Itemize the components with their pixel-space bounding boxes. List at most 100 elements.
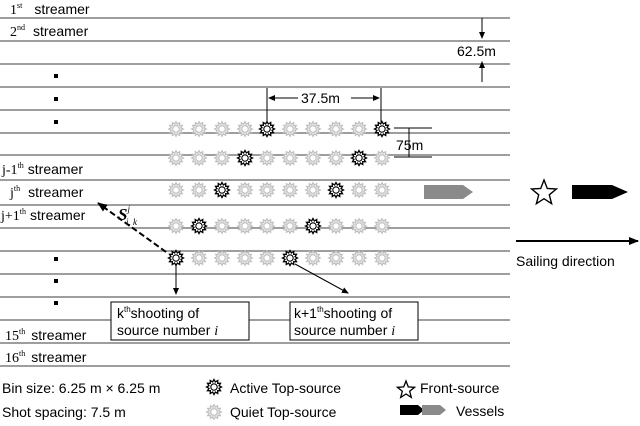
sailing-direction-label: Sailing direction [516, 253, 615, 269]
active-source-icon [213, 181, 231, 199]
legend-active-label: Active Top-source [230, 380, 341, 396]
quiet-source-icon [236, 181, 254, 199]
quiet-source-icon [304, 181, 322, 199]
quiet-source-icon [304, 149, 322, 167]
row-spacing-dimension: 75m [394, 127, 432, 158]
row-spacing-label: 75m [396, 137, 423, 153]
quiet-source-icon [236, 249, 254, 267]
quiet-source-icon [327, 120, 345, 138]
streamer-spacing-label: 62.5m [457, 43, 496, 59]
kth-line1: kthshooting of [117, 305, 199, 321]
quiet-source-icon [373, 217, 391, 235]
quiet-source-icon [167, 181, 185, 199]
quiet-source-icon [258, 249, 276, 267]
quiet-source-icon [167, 149, 185, 167]
active-source-icon [373, 120, 391, 138]
shot-spacing-text: Shot spacing: 7.5 m [2, 404, 126, 420]
active-source-icon [327, 181, 345, 199]
active-source-icon [350, 149, 368, 167]
quiet-source-icon [281, 149, 299, 167]
quiet-source-icon [350, 181, 368, 199]
active-source-icon [281, 249, 299, 267]
legend-quiet-label: Quiet Top-source [230, 404, 337, 420]
dot [54, 279, 58, 283]
quiet-source-icon [373, 181, 391, 199]
k1th-line1: k+1thshooting of [294, 305, 392, 321]
legend-front-source-star [395, 379, 417, 399]
quiet-source-icon [213, 120, 231, 138]
k1th-pointer [294, 263, 349, 294]
black-vessel [572, 185, 628, 199]
quiet-source-icon [373, 249, 391, 267]
legend-front-label: Front-source [420, 380, 500, 396]
quiet-source-icon [213, 149, 231, 167]
quiet-source-icon [236, 217, 254, 235]
streamer-spacing-dimension: 62.5m [457, 18, 496, 82]
streamer-lines [0, 17, 510, 367]
quiet-source-icon [190, 149, 208, 167]
legend-vessels-label: Vessels [456, 403, 504, 419]
quiet-source-icon [304, 249, 322, 267]
source-spacing-label: 37.5m [301, 90, 340, 106]
kth-box [110, 301, 250, 341]
quiet-source-icon [190, 181, 208, 199]
legend-gray-vessel-icon [422, 405, 446, 415]
front-source-star [529, 178, 559, 206]
quiet-source-icon [373, 149, 391, 167]
quiet-source-icon [213, 217, 231, 235]
quiet-source-icon [205, 403, 223, 421]
active-source-icon [236, 149, 254, 167]
quiet-source-icon [258, 217, 276, 235]
active-source-icon [258, 120, 276, 138]
quiet-source-icon [281, 217, 299, 235]
quiet-source-icon [258, 149, 276, 167]
quiet-source-icon [327, 149, 345, 167]
legend-active-source-icon [205, 378, 223, 396]
source-spacing-dimension: 37.5m [266, 88, 382, 124]
quiet-source-icon [281, 181, 299, 199]
source-grid [167, 120, 391, 267]
quiet-source-icon [190, 120, 208, 138]
quiet-source-icon [350, 217, 368, 235]
dot [54, 120, 58, 124]
quiet-source-icon [258, 181, 276, 199]
quiet-source-icon [304, 120, 322, 138]
legend: Bin size: 6.25 m × 6.25 m Shot spacing: … [2, 378, 504, 421]
active-source-icon [167, 249, 185, 267]
quiet-source-icon [350, 249, 368, 267]
gray-vessel [424, 185, 473, 199]
quiet-source-icon [190, 249, 208, 267]
dot [54, 301, 58, 305]
k1th-line2: source number i [294, 322, 395, 339]
k1th-box [289, 301, 419, 341]
quiet-source-icon [167, 120, 185, 138]
quiet-source-icon [327, 217, 345, 235]
dot [54, 257, 58, 261]
active-source-icon [304, 217, 322, 235]
quiet-source-icon [213, 249, 231, 267]
kth-line2: source number i [117, 322, 218, 339]
dot [54, 97, 58, 101]
active-source-icon [190, 217, 208, 235]
dot [54, 74, 58, 78]
s-vector-arrow [97, 202, 167, 253]
quiet-source-icon [167, 217, 185, 235]
ellipsis-dots [54, 74, 58, 305]
quiet-source-icon [327, 249, 345, 267]
active-source-icon [205, 378, 223, 396]
legend-quiet-source-icon [205, 403, 223, 421]
quiet-source-icon [281, 120, 299, 138]
bin-size-text: Bin size: 6.25 m × 6.25 m [2, 380, 160, 396]
quiet-source-icon [350, 120, 368, 138]
quiet-source-icon [236, 120, 254, 138]
